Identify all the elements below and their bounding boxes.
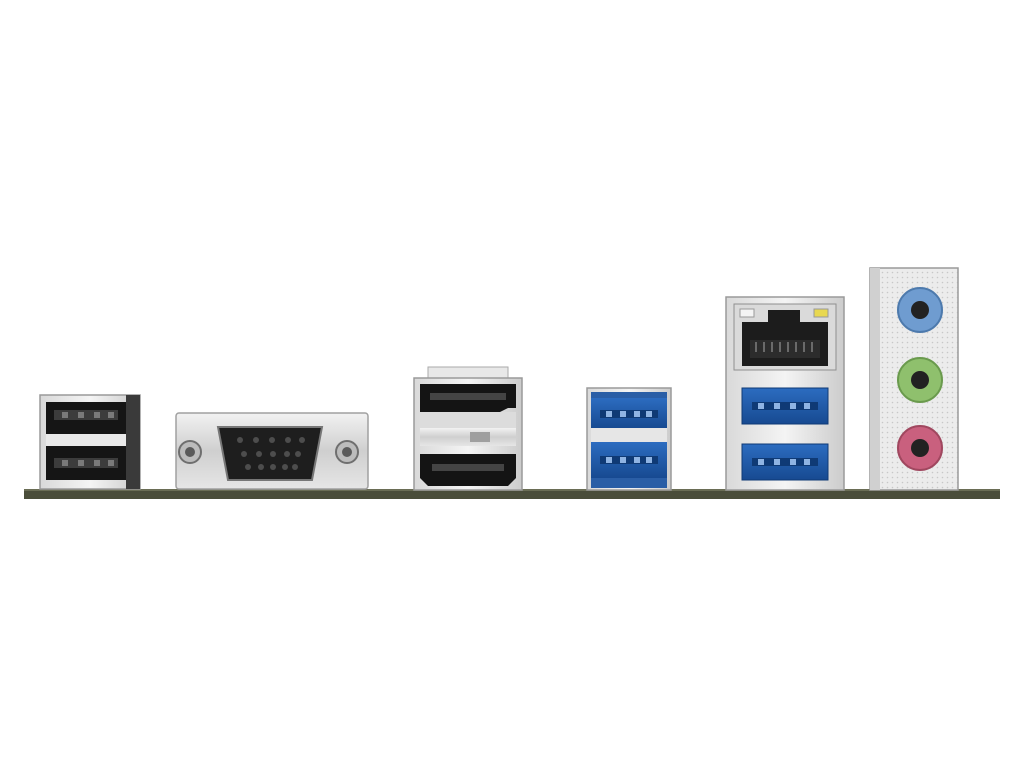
lan-led-left — [739, 308, 755, 318]
lan-usb3-stack — [725, 296, 845, 491]
usb3-stack-a — [586, 387, 672, 491]
audio-jack-line-out — [897, 357, 943, 403]
pcb-edge — [24, 489, 1000, 499]
displayport-hdmi-stack — [413, 366, 523, 491]
audio-jack-mic — [897, 425, 943, 471]
vga-connector — [175, 412, 369, 490]
lan-led-right — [813, 308, 829, 318]
audio-jack-line-in — [897, 287, 943, 333]
usb2-stack — [39, 394, 141, 490]
audio-jack-panel — [869, 267, 959, 491]
